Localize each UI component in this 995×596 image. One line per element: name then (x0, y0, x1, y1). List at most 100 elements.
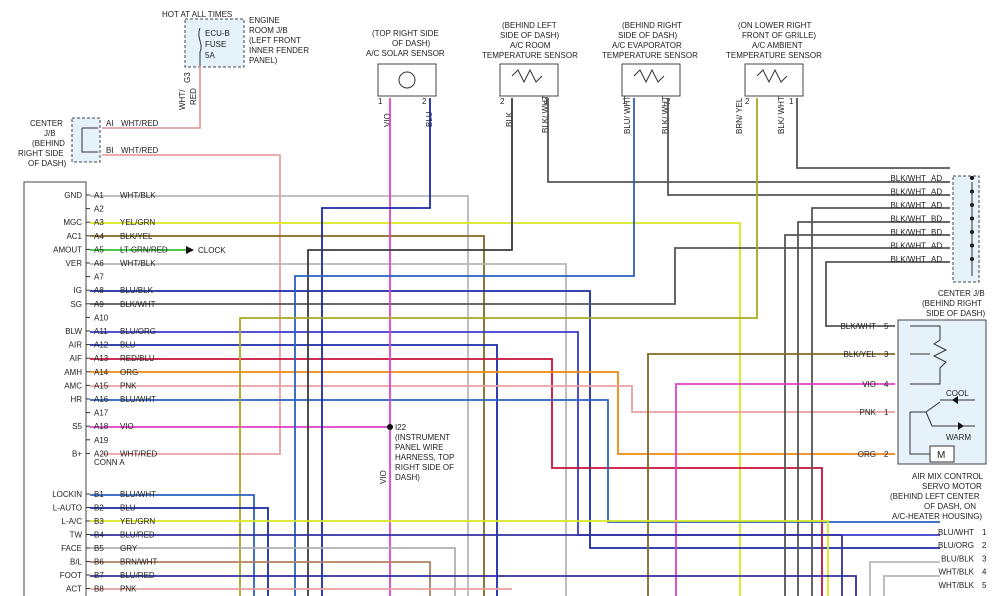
engine-room-jb-box (184, 18, 245, 68)
ambient-sensor-wire-b: BLK/ WHT (777, 96, 786, 134)
diode-icon (952, 396, 958, 404)
conn-b-row-label: TW (70, 531, 83, 540)
bottom-right-pin: 1 (982, 528, 987, 537)
conn-a-row-pin: A20 (94, 449, 109, 458)
center-jb-bi-wire: WHT/RED (121, 146, 159, 155)
harness-wire: VIO (379, 470, 388, 484)
thermistor-icon (633, 68, 665, 84)
conn-a-row-wire: WHT/RED (120, 449, 158, 458)
wire-g3-whtred (102, 66, 201, 129)
hot-at-all-times-label: HOT AT ALL TIMES (162, 10, 232, 19)
conn-b-row-pin: B6 (94, 558, 104, 567)
conn-a-name: CONN A (94, 458, 125, 467)
solar-sensor-pin2: 2 (422, 97, 427, 106)
conn-b-row-label: L-A/C (62, 517, 83, 526)
room-sensor-wire-a: BLK (505, 111, 514, 127)
clock-arrow-icon (186, 246, 194, 254)
solar-sensor-pin1: 1 (378, 97, 383, 106)
conn-b-row-pin: B7 (94, 571, 104, 580)
ambient-temp-sensor: (ON LOWER RIGHT FRONT OF GRILLE) A/C AMB… (726, 21, 822, 134)
conn-b-row-label: FACE (61, 544, 82, 553)
center-jb-left-label-4: RIGHT SIDE (18, 149, 64, 158)
conn-a-row-pin: A16 (94, 395, 109, 404)
center-jb-right-wire: BLK/WHT (890, 174, 926, 183)
engine-room-label-2: ROOM J/B (249, 26, 288, 35)
ambient-sensor-title-2: FRONT OF GRILLE) (742, 31, 816, 40)
conn-a-row-wire: ORG (120, 368, 138, 377)
conn-b-row-pin: B3 (94, 517, 104, 526)
engine-room-label-5: PANEL) (249, 56, 278, 65)
wires (90, 98, 950, 596)
solar-sensor-wire1: VIO (383, 113, 392, 127)
servo-pin-number: 5 (884, 322, 889, 331)
fuse-label: FUSE (205, 40, 226, 49)
evap-sensor-title-3: A/C EVAPORATOR (612, 41, 682, 50)
servo-pin-wire: BLK/YEL (844, 350, 877, 359)
center-jb-right-pin: AD (931, 255, 942, 264)
fuse-rating: 5A (205, 51, 215, 60)
solar-sensor: (TOP RIGHT SIDE OF DASH) A/C SOLAR SENSO… (366, 29, 445, 127)
room-sensor-title-3: A/C ROOM (510, 41, 551, 50)
conn-a-row-pin: A10 (94, 313, 109, 322)
conn-b-row-label: ACT (66, 585, 82, 594)
bottom-right-pin: 5 (982, 581, 987, 590)
conn-a-row-wire: VIO (120, 422, 134, 431)
center-jb-bi-pin: BI (106, 146, 114, 155)
harness-text-4: RIGHT SIDE OF (395, 463, 454, 472)
conn-a-row-wire: YEL/GRN (120, 218, 155, 227)
thermistor-icon (756, 68, 788, 84)
center-jb-ai-wire: WHT/RED (121, 119, 159, 128)
ambient-sensor-title-1: (ON LOWER RIGHT (738, 21, 811, 30)
conn-b-row-wire: GRY (120, 544, 138, 553)
g3-wire-label-1: WHT/ (178, 89, 187, 110)
bottom-right-wire: WHT/BLK (938, 568, 974, 577)
bottom-right-wire: BLU/BLK (941, 554, 975, 563)
center-jb-right-pin: AD (931, 201, 942, 210)
conn-a-row-pin: A7 (94, 273, 104, 282)
ambient-sensor-pin-a: 2 (745, 97, 750, 106)
room-temp-sensor: (BEHIND LEFT SIDE OF DASH) A/C ROOM TEMP… (482, 21, 578, 133)
conn-b-row-label: FOOT (60, 571, 82, 580)
room-sensor-title-4: TEMPERATURE SENSOR (482, 51, 578, 60)
ambient-sensor-pin-b: 1 (789, 97, 794, 106)
conn-b-row-pin: B8 (94, 585, 104, 594)
conn-b-row-pin: B4 (94, 531, 104, 540)
conn-a-row-label: AIR (69, 341, 83, 350)
center-jb-right-wire: BLK/WHT (890, 201, 926, 210)
motor-icon (929, 445, 955, 463)
servo-motor-box (897, 319, 987, 465)
servo-label-2: SERVO MOTOR (922, 482, 982, 491)
engine-room-label-4: INNER FENDER (249, 46, 309, 55)
conn-b-row-pin: B1 (94, 490, 104, 499)
photodiode-icon (398, 71, 416, 89)
solar-sensor-title-2: OF DASH) (392, 39, 431, 48)
conn-a-row-label: SG (70, 300, 82, 309)
servo-label-3: (BEHIND LEFT CENTER (890, 492, 980, 501)
center-jb-ai-pin: AI (106, 119, 114, 128)
servo-label-5: A/C-HEATER HOUSING) (892, 512, 982, 521)
center-jb-right-label-1: CENTER J/B (938, 289, 985, 298)
center-jb-left-label-2: J/B (44, 129, 56, 138)
servo-pin-wire: ORG (858, 450, 876, 459)
conn-a-row-pin: A8 (94, 286, 104, 295)
servo-cool: COOL (946, 389, 969, 398)
center-jb-left-label-1: CENTER (30, 119, 63, 128)
g3-wire-label-2: RED (189, 88, 198, 105)
conn-b-row-wire: YEL/GRN (120, 517, 155, 526)
conn-a-row-pin: A18 (94, 422, 109, 431)
bottom-right-pin: 4 (982, 568, 987, 577)
room-sensor-pin-b: 1 (544, 97, 549, 106)
evap-sensor-wire-a: BLU/ WHT (623, 96, 632, 134)
center-jb-right-pin: AD (931, 242, 942, 251)
conn-a-row-pin: A11 (94, 327, 108, 336)
conn-a-row-wire: WHT/BLK (120, 259, 156, 268)
conn-a-row-wire: LT GRN/RED (120, 245, 168, 254)
conn-a-row-wire: BLK/WHT (120, 300, 156, 309)
conn-a-row-pin: A13 (94, 354, 109, 363)
harness-text-5: DASH) (395, 473, 420, 482)
bottom-right-wire: BLU/ORG (938, 541, 974, 550)
conn-a-row-label: AIF (70, 354, 83, 363)
